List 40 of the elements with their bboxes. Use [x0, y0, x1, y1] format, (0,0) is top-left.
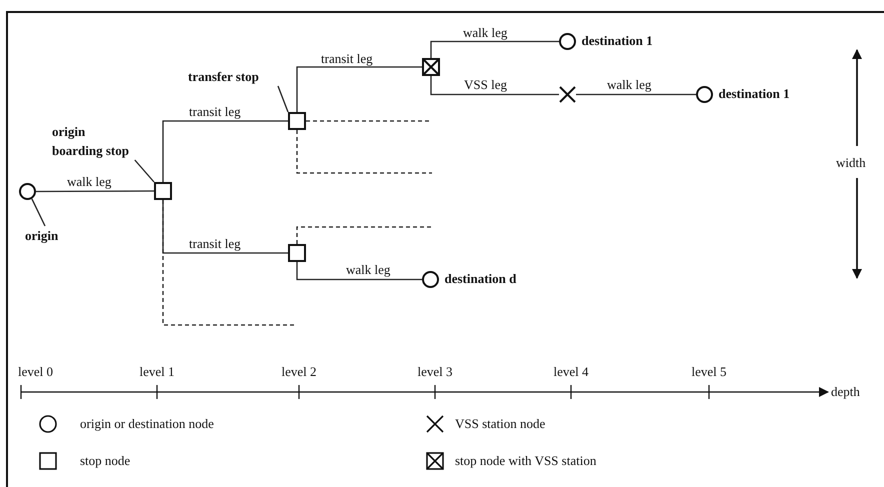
legend-label: origin or destination node [80, 416, 214, 431]
connector-line [296, 66, 422, 112]
node-label: destination d [444, 271, 516, 286]
tick-label: level 0 [18, 364, 54, 379]
dashed-line [296, 130, 432, 174]
connector-line [430, 40, 559, 58]
edge-label: walk leg [462, 26, 508, 40]
leader-line [277, 86, 289, 112]
tick-label: level 1 [140, 364, 174, 379]
legend-label: stop node [80, 453, 130, 468]
connector-line [36, 190, 154, 192]
edge-label: walk leg [606, 78, 652, 92]
axis-label: depth [831, 384, 860, 399]
node-label: origin [25, 227, 60, 245]
leader-line [31, 198, 46, 226]
dashed-line [162, 200, 297, 326]
connector-line [430, 76, 559, 96]
tick-label: level 3 [418, 364, 452, 379]
edge-label: transit leg [320, 52, 374, 66]
connector-line [162, 120, 288, 182]
edge-label: VSS leg [463, 78, 508, 92]
tick-label: level 4 [554, 364, 588, 379]
tick-label: level 2 [282, 364, 316, 379]
node-label: destination 1 [582, 33, 653, 48]
node-label: origin boarding stop [52, 123, 130, 160]
tick-label: level 5 [692, 364, 726, 379]
edge-label: walk leg [345, 263, 392, 277]
connector-line [296, 262, 422, 280]
connector-line [576, 94, 696, 96]
edge-label: transit leg [188, 105, 242, 119]
edge-label: transit leg [188, 237, 242, 251]
leader-line [134, 160, 154, 182]
dashed-line [296, 226, 432, 244]
legend-label: VSS station node [455, 416, 546, 431]
node-label: destination 1 [718, 86, 790, 101]
legend-label: stop node with VSS station [455, 453, 596, 468]
dashed-line [306, 120, 432, 122]
dimension-label: width [836, 155, 866, 170]
edge-label: walk leg [66, 175, 112, 189]
node-label: transfer stop [188, 68, 260, 86]
